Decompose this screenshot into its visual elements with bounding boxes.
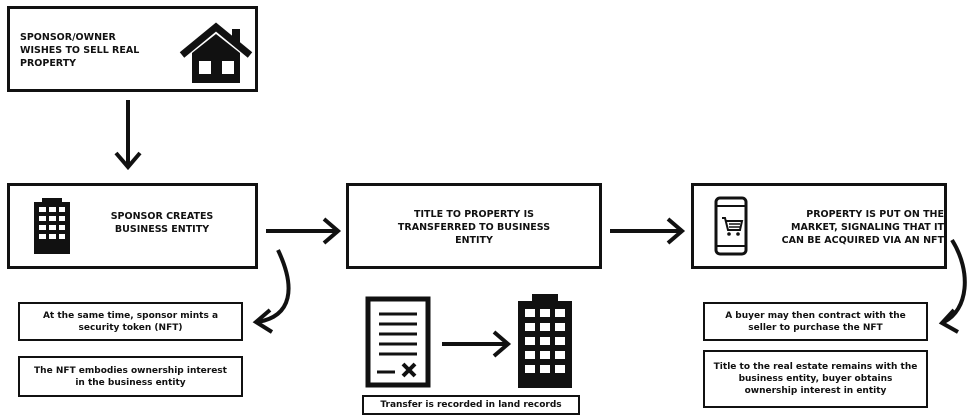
curved-arrow-entity-to-mint bbox=[252, 249, 291, 334]
house-icon bbox=[179, 22, 253, 83]
step-entity-box: SPONSOR CREATES BUSINESS ENTITY bbox=[7, 183, 258, 269]
note-contract: A buyer may then contract with the selle… bbox=[703, 302, 928, 341]
arrow-owner-to-entity bbox=[114, 100, 142, 171]
curved-arrow-market-to-contract bbox=[938, 238, 967, 334]
step-owner-text: SPONSOR/OWNER WISHES TO SELL REAL PROPER… bbox=[20, 32, 140, 69]
office-building-icon bbox=[34, 198, 70, 254]
step-owner-box: SPONSOR/OWNER WISHES TO SELL REAL PROPER… bbox=[7, 6, 258, 92]
arrow-entity-to-title bbox=[266, 217, 342, 245]
deed-document-icon bbox=[365, 296, 431, 388]
step-entity-text: SPONSOR CREATES BUSINESS ENTITY bbox=[110, 211, 214, 235]
note-mint: At the same time, sponsor mints a securi… bbox=[18, 302, 243, 341]
arrow-deed-to-building bbox=[442, 330, 512, 358]
note-remains: Title to the real estate remains with th… bbox=[703, 350, 928, 408]
step-market-text: PROPERTY IS PUT ON THE MARKET, SIGNALING… bbox=[781, 209, 944, 246]
note-embodies: The NFT embodies ownership interest in t… bbox=[18, 356, 243, 397]
office-building-icon bbox=[518, 294, 572, 388]
smartphone-cart-icon bbox=[714, 196, 748, 256]
step-title-box: TITLE TO PROPERTY IS TRANSFERRED TO BUSI… bbox=[346, 183, 602, 269]
arrow-title-to-market bbox=[610, 217, 686, 245]
step-market-box: PROPERTY IS PUT ON THE MARKET, SIGNALING… bbox=[691, 183, 947, 269]
note-recorded: Transfer is recorded in land records bbox=[362, 395, 580, 415]
step-title-text: TITLE TO PROPERTY IS TRANSFERRED TO BUSI… bbox=[397, 209, 551, 246]
